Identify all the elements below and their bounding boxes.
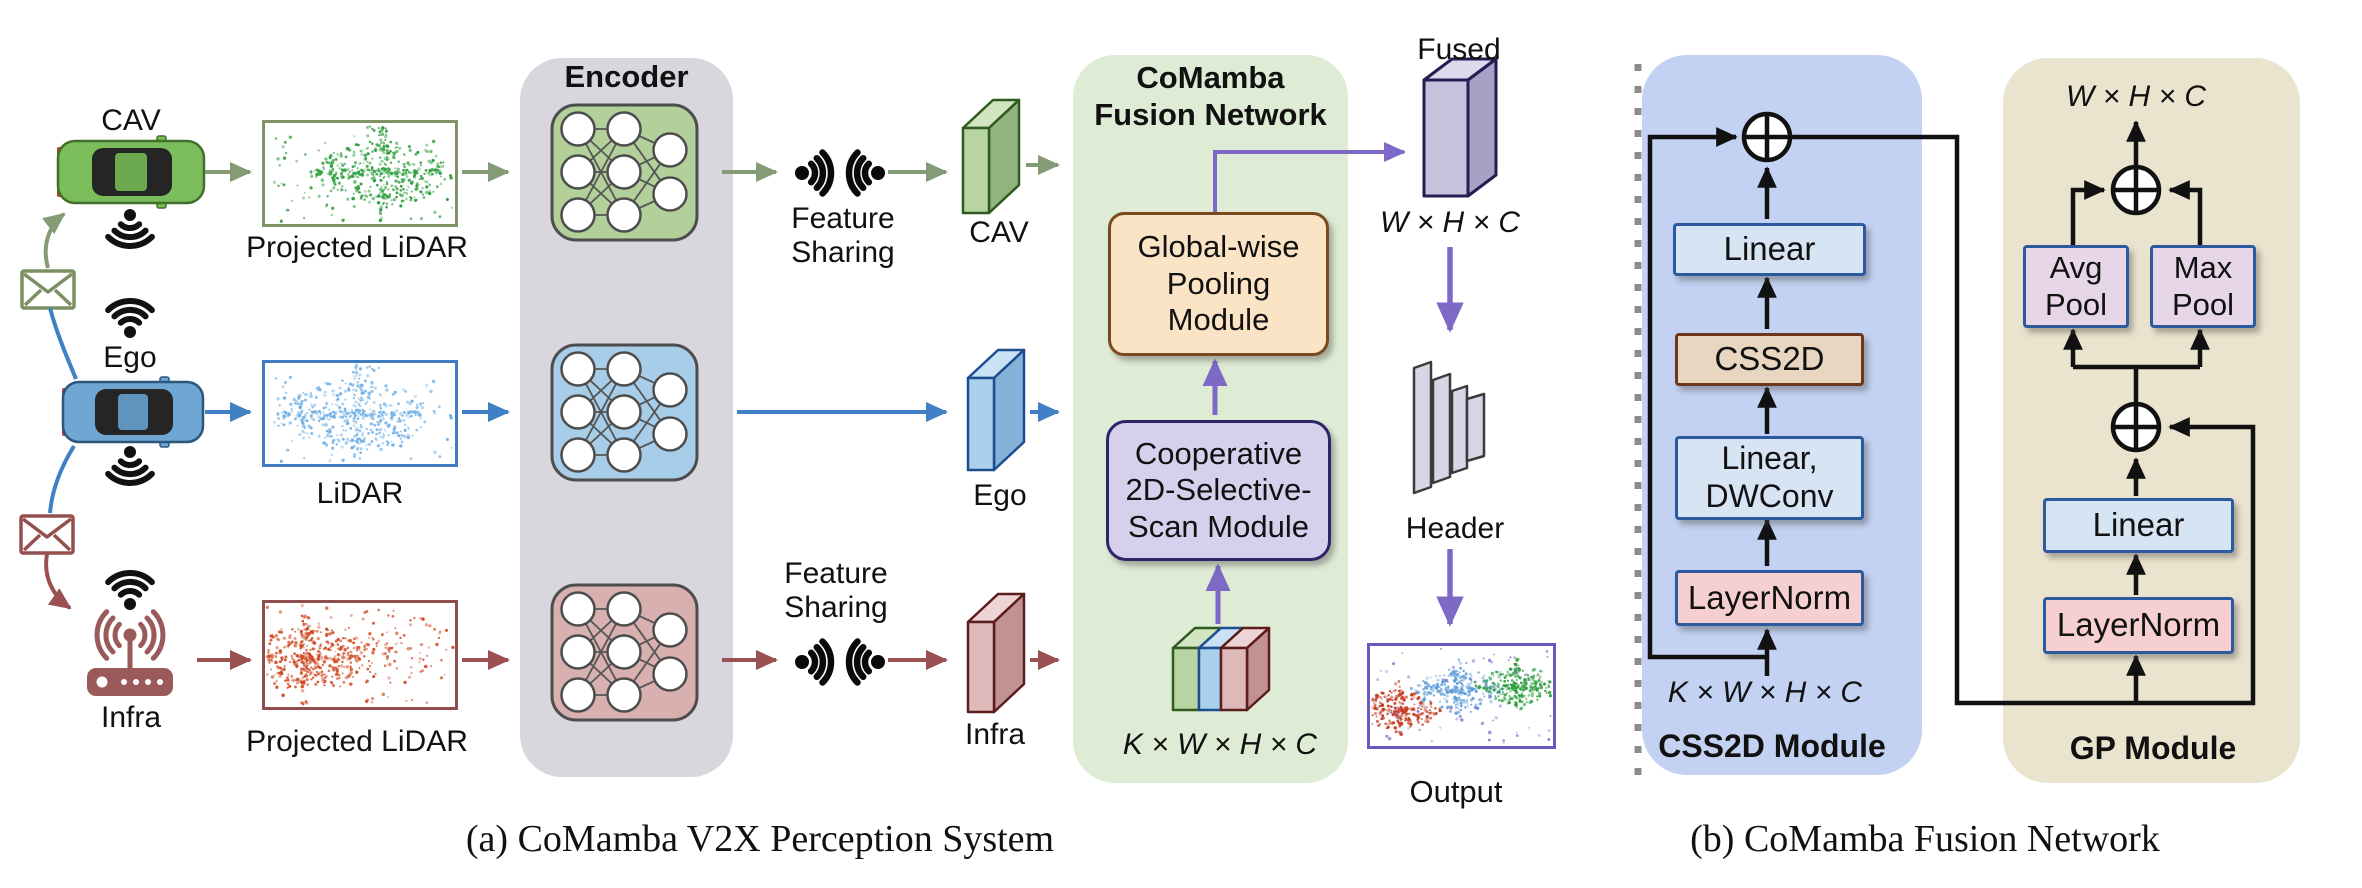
css2d-core-box: CSS2D (1675, 333, 1864, 386)
header-icon (1412, 360, 1486, 495)
gp-max-pool-box: Max Pool (2150, 245, 2256, 328)
infra-agent-label: Infra (100, 701, 162, 734)
gp-linear-box: Linear (2043, 498, 2234, 553)
feature-sharing-label-top: Feature Sharing (791, 202, 895, 269)
infra-projected-lidar-image (262, 600, 458, 710)
css2d-linear-dwconv-box: Linear, DWConv (1675, 436, 1864, 520)
cav-car-icon (56, 135, 206, 209)
feature-sharing-icon-infra (795, 638, 885, 686)
add-operator-icon (2110, 401, 2162, 453)
add-operator-icon (2110, 164, 2162, 216)
caption-b: (b) CoMamba Fusion Network (1690, 818, 2160, 860)
ego-lidar-label: LiDAR (316, 477, 404, 510)
encoder-nn-block (550, 103, 699, 242)
encoder-nn-block (550, 343, 699, 482)
gp-output-dim-label: W × H × C (2065, 80, 2207, 113)
cooperative-scan-module-box: Cooperative 2D-Selective- Scan Module (1106, 420, 1331, 561)
fusion-input-dim-label: K × W × H × C (1122, 728, 1318, 761)
infra-feature-label: Infra (964, 718, 1026, 751)
ego-lidar-image (262, 360, 458, 467)
gp-module-title: GP Module (2069, 730, 2237, 766)
fused-dim-label: W × H × C (1379, 206, 1521, 239)
output-detection-image (1367, 643, 1556, 749)
ego-wifi-icon (105, 298, 155, 338)
stacked-feature-block (1171, 626, 1271, 712)
infra-wifi-icon (105, 570, 155, 610)
cav-flow-arrows (205, 155, 1060, 182)
v2v-message-envelope-icon (20, 269, 76, 310)
encoder-title: Encoder (564, 59, 689, 94)
feature-sharing-icon-cav (795, 149, 885, 197)
cav-projected-lidar-image (262, 120, 458, 227)
message-links (42, 212, 78, 610)
fused-block-label: Fused (1417, 33, 1501, 66)
cav-broadcast-icon (105, 209, 155, 249)
output-label: Output (1409, 774, 1503, 809)
cav-agent-label: CAV (101, 104, 161, 137)
cav-feature-block (961, 98, 1021, 215)
ego-car-icon (61, 376, 205, 448)
css2d-input-dim-label: K × W × H × C (1667, 676, 1863, 709)
add-operator-icon (1741, 111, 1793, 163)
ego-feature-block (966, 348, 1026, 472)
v2i-message-envelope-icon (19, 514, 75, 555)
css2d-module-title: CSS2D Module (1658, 728, 1886, 764)
ego-feature-label: Ego (973, 479, 1027, 512)
css2d-gp-wiring (1647, 120, 2256, 706)
global-pooling-module-box: Global-wise Pooling Module (1108, 212, 1329, 356)
infra-lidar-label: Projected LiDAR (246, 725, 468, 758)
caption-a: (a) CoMamba V2X Perception System (465, 818, 1055, 860)
css2d-layernorm-box: LayerNorm (1675, 570, 1864, 626)
fused-feature-block (1422, 57, 1498, 198)
cav-lidar-label: Projected LiDAR (246, 231, 468, 264)
css2d-linear-box: Linear (1673, 223, 1866, 276)
cav-feature-label: CAV (969, 216, 1029, 249)
ego-broadcast-icon (105, 446, 155, 486)
ego-agent-label: Ego (103, 341, 157, 374)
infra-feature-block (966, 592, 1026, 714)
feature-sharing-label-bottom: Feature Sharing (784, 557, 888, 624)
encoder-nn-block (550, 583, 699, 722)
infra-rsu-icon (87, 609, 173, 696)
fusion-network-title: CoMamba Fusion Network (1094, 60, 1327, 132)
header-label: Header (1405, 512, 1505, 545)
fusion-flow-arrows (1202, 142, 1464, 627)
gp-layernorm-box: LayerNorm (2043, 597, 2234, 654)
gp-avg-pool-box: Avg Pool (2023, 245, 2129, 328)
